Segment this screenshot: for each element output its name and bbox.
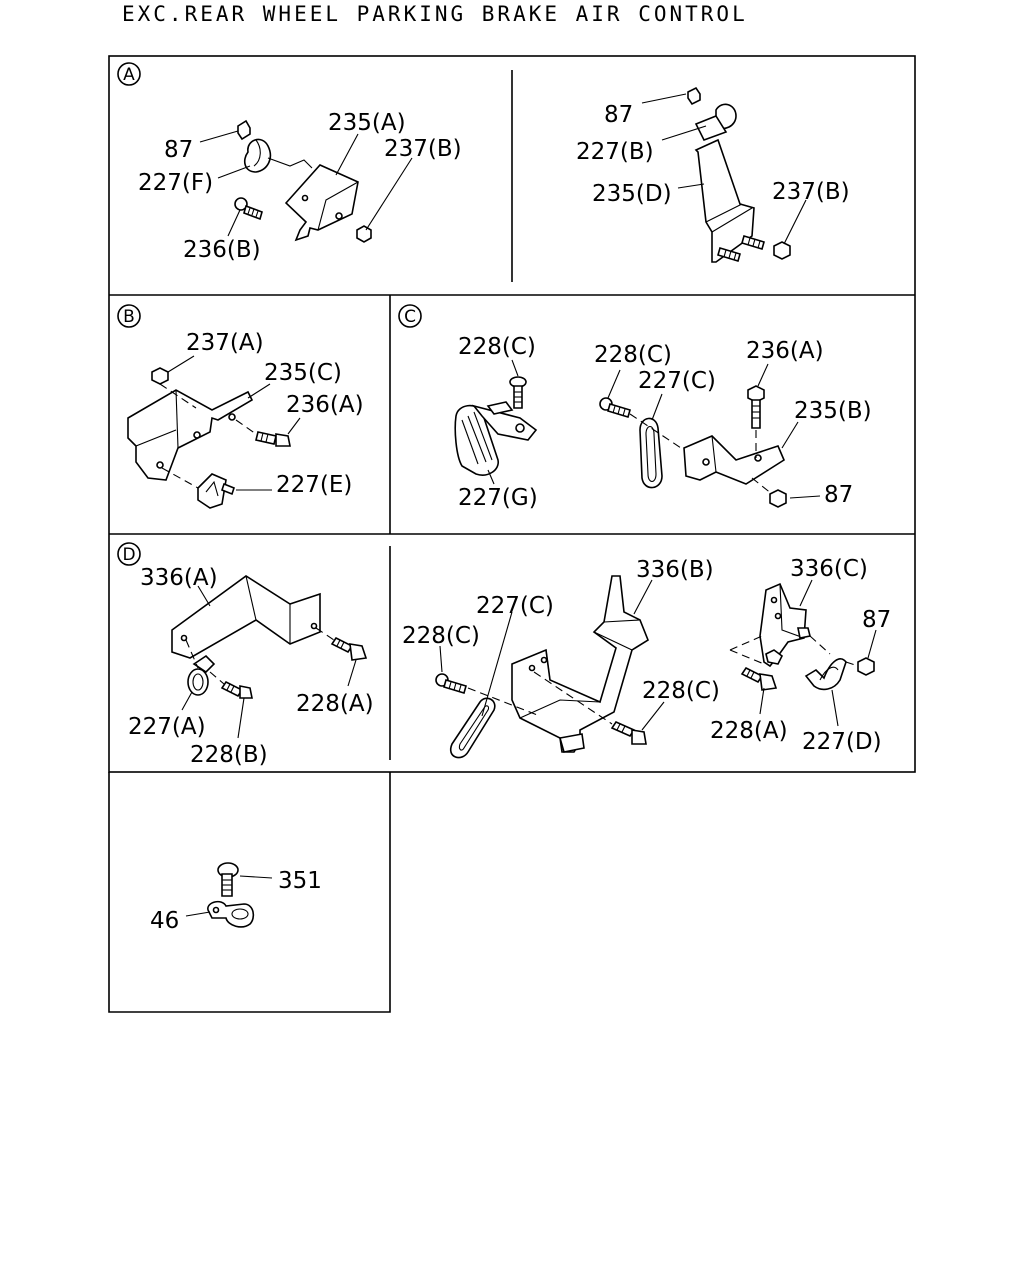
clamp-227c-c xyxy=(639,417,663,489)
bolt-351 xyxy=(217,862,239,897)
nut-87-c xyxy=(769,489,787,508)
nut-237b-a2 xyxy=(773,241,791,260)
svg-text:A: A xyxy=(123,65,135,85)
clip-227f xyxy=(243,138,272,173)
label-227e: 227(E) xyxy=(276,472,352,498)
label-227c: 227(C) xyxy=(476,593,554,619)
section-marker-b: B xyxy=(117,304,141,328)
label-336c: 336(C) xyxy=(790,556,868,582)
bolt-228c-d-right xyxy=(610,720,647,745)
clip-227a xyxy=(187,654,216,696)
label-228c: 228(C) xyxy=(402,623,480,649)
label-228c: 228(C) xyxy=(594,342,672,368)
label-228b: 228(B) xyxy=(190,742,268,768)
bolt-236a-b xyxy=(255,431,291,447)
label-46: 46 xyxy=(150,908,179,934)
label-227b: 227(B) xyxy=(576,139,654,165)
bracket-235a xyxy=(284,164,359,242)
panel-a2: 87 227(B) 235(D) 237(B) xyxy=(576,86,850,263)
label-87: 87 xyxy=(164,137,193,163)
label-227d: 227(D) xyxy=(802,729,882,755)
nut-87-a1 xyxy=(237,119,251,141)
clip-227e xyxy=(197,473,227,509)
section-marker-a: A xyxy=(117,62,141,86)
panel-b: 237(A) 235(C) 236(A) 227(E) xyxy=(127,330,364,509)
clamp-46 xyxy=(207,900,255,928)
bolt-228c-left xyxy=(599,397,631,418)
label-235a: 235(A) xyxy=(328,110,406,136)
label-336b: 336(B) xyxy=(636,557,714,583)
bolt-228a-d3 xyxy=(740,666,778,691)
label-237b: 237(B) xyxy=(772,179,850,205)
panel-a1: 87 227(F) 235(A) 237(B) 236(B) xyxy=(138,110,462,263)
panel-e: 351 46 xyxy=(150,862,322,934)
main-frame xyxy=(108,55,916,773)
bolt-236a-c xyxy=(747,385,765,429)
bolt-236b xyxy=(234,197,263,221)
nut-237b-a1 xyxy=(356,225,372,243)
bracket-235b xyxy=(683,435,786,485)
bolt-a2-lower xyxy=(717,247,741,262)
label-87: 87 xyxy=(862,607,891,633)
svg-text:D: D xyxy=(122,545,135,565)
label-228a: 228(A) xyxy=(710,718,788,744)
label-336a: 336(A) xyxy=(140,565,218,591)
svg-text:C: C xyxy=(404,307,416,327)
bolt-228c-top xyxy=(509,376,527,409)
panel-d2: 227(C) 228(C) 336(B) 228(C) xyxy=(402,557,720,759)
bracket-336b xyxy=(511,575,649,753)
label-228c: 228(C) xyxy=(642,678,720,704)
label-227f: 227(F) xyxy=(138,170,213,196)
panel-d1: 336(A) 227(A) 228(B) 228(A) xyxy=(128,565,374,768)
nut-237a xyxy=(151,367,169,385)
section-marker-c: C xyxy=(398,304,422,328)
page-title: EXC.REAR WHEEL PARKING BRAKE AIR CONTROL xyxy=(122,2,748,26)
bottom-frame xyxy=(108,772,391,1013)
bolt-a2-upper xyxy=(741,235,765,250)
bracket-235d xyxy=(694,138,755,263)
label-237a: 237(A) xyxy=(186,330,264,356)
label-235b: 235(B) xyxy=(794,398,872,424)
panel-c: 228(C) 227(G) 228(C) 227(C) 236(A) 235(B… xyxy=(454,334,872,511)
bracket-336a xyxy=(171,575,321,659)
label-236a: 236(A) xyxy=(286,392,364,418)
label-228a: 228(A) xyxy=(296,691,374,717)
nut-87-d3 xyxy=(857,657,875,676)
label-227g: 227(G) xyxy=(458,485,538,511)
label-87: 87 xyxy=(824,482,853,508)
panel-grid xyxy=(108,55,916,1013)
label-87: 87 xyxy=(604,102,633,128)
clamp-227d xyxy=(804,658,847,691)
label-351: 351 xyxy=(278,868,322,894)
label-235d: 235(D) xyxy=(592,181,672,207)
bolt-228b xyxy=(220,680,253,699)
clamp-227c-d xyxy=(449,697,496,759)
clamp-227g xyxy=(454,401,538,476)
label-236a: 236(A) xyxy=(746,338,824,364)
label-227c: 227(C) xyxy=(638,368,716,394)
label-237b: 237(B) xyxy=(384,136,462,162)
svg-text:B: B xyxy=(123,307,135,327)
label-227a: 227(A) xyxy=(128,714,206,740)
label-228c: 228(C) xyxy=(458,334,536,360)
panel-d3: 336(C) 87 228(A) 227(D) xyxy=(710,556,891,755)
bolt-228c-d-left xyxy=(435,673,467,694)
nut-87-a2 xyxy=(687,86,701,106)
bolt-228a-d1 xyxy=(330,636,368,661)
label-235c: 235(C) xyxy=(264,360,342,386)
section-marker-d: D xyxy=(117,542,141,566)
label-236b: 236(B) xyxy=(183,237,261,263)
bracket-235c xyxy=(127,389,254,481)
